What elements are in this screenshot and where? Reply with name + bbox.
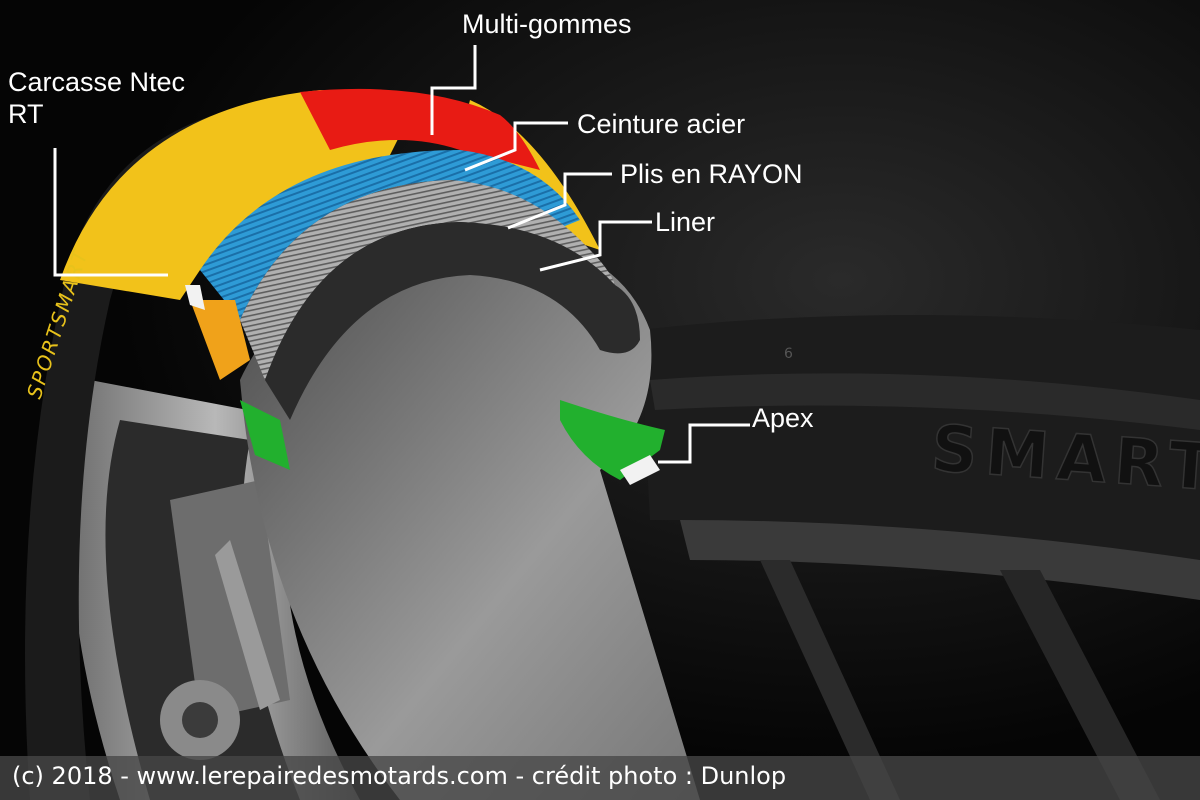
rear-tire: SMART 6 xyxy=(640,315,1200,800)
ceinture-leader xyxy=(464,121,568,172)
label-carcasse: Carcasse Ntec RT xyxy=(8,66,185,131)
callout-lines xyxy=(53,45,750,464)
label-carcasse-line2: RT xyxy=(8,99,44,130)
label-multi-gommes: Multi-gommes xyxy=(462,9,632,39)
multi-compound-layer xyxy=(300,88,540,170)
credit-text: (c) 2018 - www.lerepairedesmotards.com -… xyxy=(12,762,787,790)
carcasse-leader xyxy=(53,148,168,277)
liner-layer xyxy=(265,222,640,420)
rayon-plies-layer xyxy=(240,180,615,380)
size-mark: 6 xyxy=(784,346,793,362)
apex-leader xyxy=(658,423,750,464)
label-carcasse-line1: Carcasse Ntec xyxy=(8,67,186,97)
liner-leader xyxy=(539,220,652,272)
label-liner: Liner xyxy=(655,207,716,237)
plis-leader xyxy=(507,172,612,230)
steel-belt-layer xyxy=(200,150,580,320)
label-ceinture-acier: Ceinture acier xyxy=(577,109,746,139)
apex-layer xyxy=(560,400,665,480)
label-plis-rayon: Plis en RAYON xyxy=(620,159,803,189)
wheel xyxy=(70,380,360,800)
label-apex: Apex xyxy=(752,403,814,433)
credit-bar: (c) 2018 - www.lerepairedesmotards.com -… xyxy=(0,756,1200,800)
multi-gommes-leader xyxy=(430,45,477,135)
